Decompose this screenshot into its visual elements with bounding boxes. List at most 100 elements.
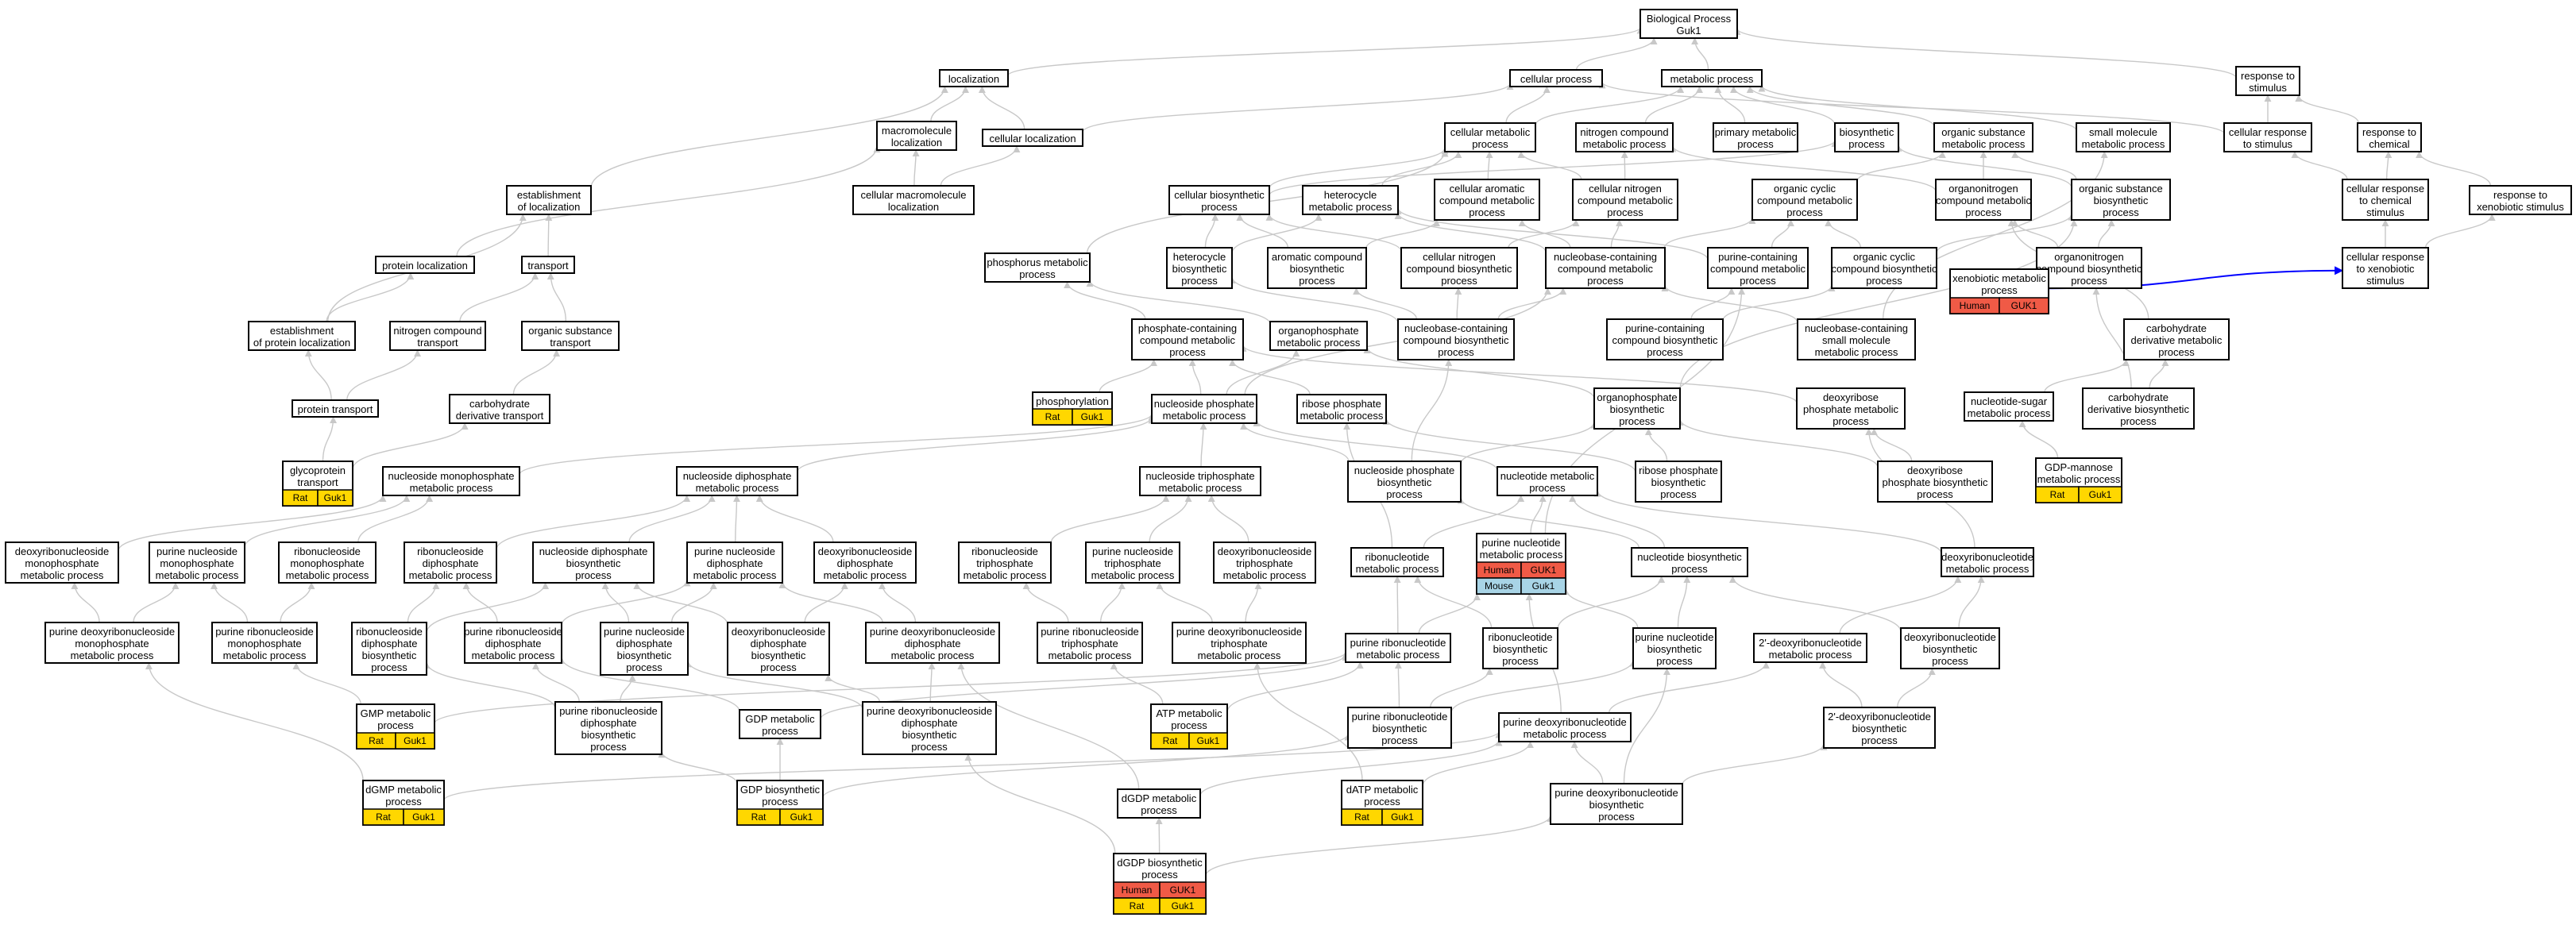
go-term-metabolic-process[interactable]: metabolic process xyxy=(1661,69,1763,87)
go-term-localization[interactable]: localization xyxy=(939,69,1009,87)
go-term-purine-deoxyribonucleotide-biosynthetic-process[interactable]: purine deoxyribonucleotidebiosyntheticpr… xyxy=(1550,783,1683,825)
go-term-deoxyribonucleoside-diphosphate-metabolic-process[interactable]: deoxyribonucleosidediphosphatemetabolic … xyxy=(813,542,917,584)
go-term-deoxyribonucleoside-triphosphate-metabolic-process[interactable]: deoxyribonucleosidetriphosphatemetabolic… xyxy=(1213,542,1316,584)
go-term-nucleoside-diphosphate-biosynthetic-process[interactable]: nucleoside diphosphatebiosyntheticproces… xyxy=(532,542,655,584)
go-term-purine-nucleoside-diphosphate-biosynthetic-process[interactable]: purine nucleosidediphosphatebiosynthetic… xyxy=(600,622,689,676)
go-term-purine-deoxyribonucleoside-diphosphate-biosynthetic-process[interactable]: purine deoxyribonucleosidediphosphatebio… xyxy=(862,701,997,755)
go-term-transport[interactable]: transport xyxy=(521,256,575,274)
go-term-purine-ribonucleoside-triphosphate-metabolic-process[interactable]: purine ribonucleosidetriphosphatemetabol… xyxy=(1037,622,1143,664)
go-term-ribonucleoside-diphosphate-biosynthetic-process[interactable]: ribonucleosidediphosphatebiosyntheticpro… xyxy=(351,622,427,676)
go-term-protein-transport[interactable]: protein transport xyxy=(292,399,379,418)
go-term-cellular-process[interactable]: cellular process xyxy=(1509,69,1603,87)
go-term-deoxyribonucleoside-diphosphate-biosynthetic-process[interactable]: deoxyribonucleosidediphosphatebiosynthet… xyxy=(727,622,830,676)
go-term-purine-deoxyribonucleoside-monophosphate-metabolic-process[interactable]: purine deoxyribonucleosidemonophosphatem… xyxy=(44,622,180,664)
go-term-cellular-localization[interactable]: cellular localization xyxy=(982,129,1083,147)
go-term-protein-localization[interactable]: protein localization xyxy=(375,256,475,274)
go-term-purine-nucleoside-monophosphate-metabolic-process[interactable]: purine nucleosidemonophosphatemetabolic … xyxy=(149,542,245,584)
go-term-purine-deoxyribonucleoside-diphosphate-metabolic-process[interactable]: purine deoxyribonucleosidediphosphatemet… xyxy=(865,622,1000,664)
go-term-2-deoxyribonucleotide-biosynthetic-process[interactable]: 2'-deoxyribonucleotidebiosyntheticproces… xyxy=(1823,707,1936,749)
go-term-purine-ribonucleoside-monophosphate-metabolic-process[interactable]: purine ribonucleosidemonophosphatemetabo… xyxy=(211,622,318,664)
go-term-purine-ribonucleoside-diphosphate-biosynthetic-process[interactable]: purine ribonucleosidediphosphatebiosynth… xyxy=(554,701,662,755)
go-term-purine-deoxyribonucleoside-triphosphate-metabolic-process[interactable]: purine deoxyribonucleosidetriphosphateme… xyxy=(1172,622,1307,664)
